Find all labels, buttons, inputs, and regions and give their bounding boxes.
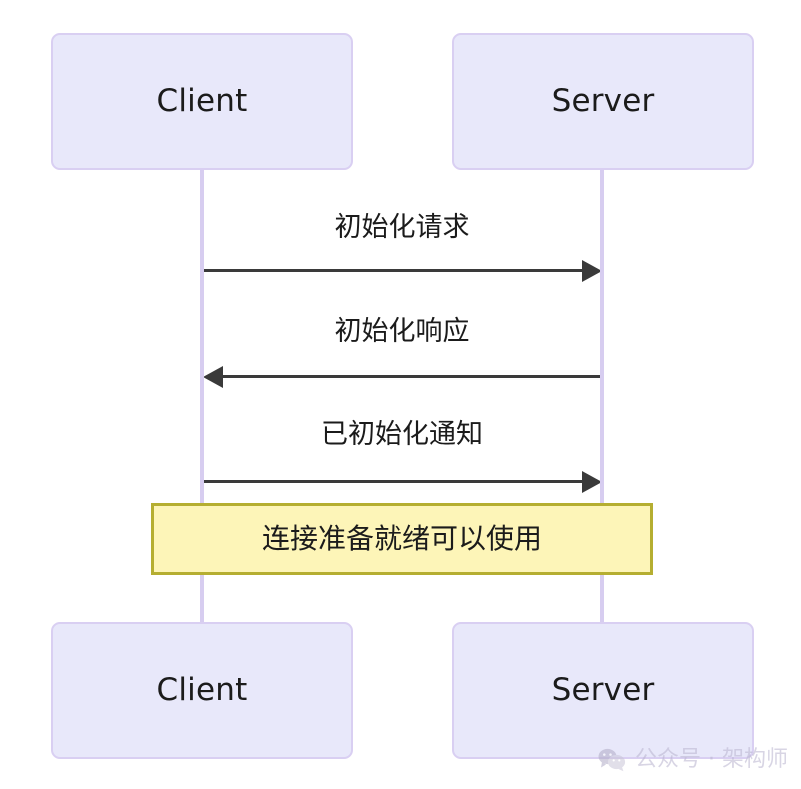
participant-client-top[interactable]: Client (51, 33, 353, 170)
note-text: 连接准备就绪可以使用 (261, 522, 542, 555)
arrow-head-right-icon (582, 260, 602, 282)
wechat-icon (598, 748, 626, 772)
message-label-initialization-request: 初始化请求 (334, 212, 470, 243)
watermark: 公众号 · 架构师 (598, 748, 788, 772)
arrow-head-left-icon (203, 366, 223, 388)
lifeline-client (200, 168, 204, 624)
participant-label: Client (156, 83, 248, 119)
participant-label: Server (551, 672, 655, 708)
participant-server-bottom[interactable]: Server (452, 622, 754, 759)
participant-label: Server (551, 83, 655, 119)
message-label-initialized-notification: 已初始化通知 (321, 419, 483, 450)
participant-client-bottom[interactable]: Client (51, 622, 353, 759)
participant-label: Client (156, 672, 248, 708)
note-connection-ready: 连接准备就绪可以使用 (151, 503, 653, 575)
message-line-3 (203, 480, 591, 483)
watermark-text: 公众号 · 架构师 (635, 747, 788, 772)
message-line-2 (222, 375, 601, 378)
lifeline-server (600, 168, 604, 624)
arrow-head-right-icon (582, 471, 602, 493)
participant-server-top[interactable]: Server (452, 33, 754, 170)
message-label-initialization-response: 初始化响应 (334, 316, 470, 347)
message-line-1 (203, 269, 591, 272)
